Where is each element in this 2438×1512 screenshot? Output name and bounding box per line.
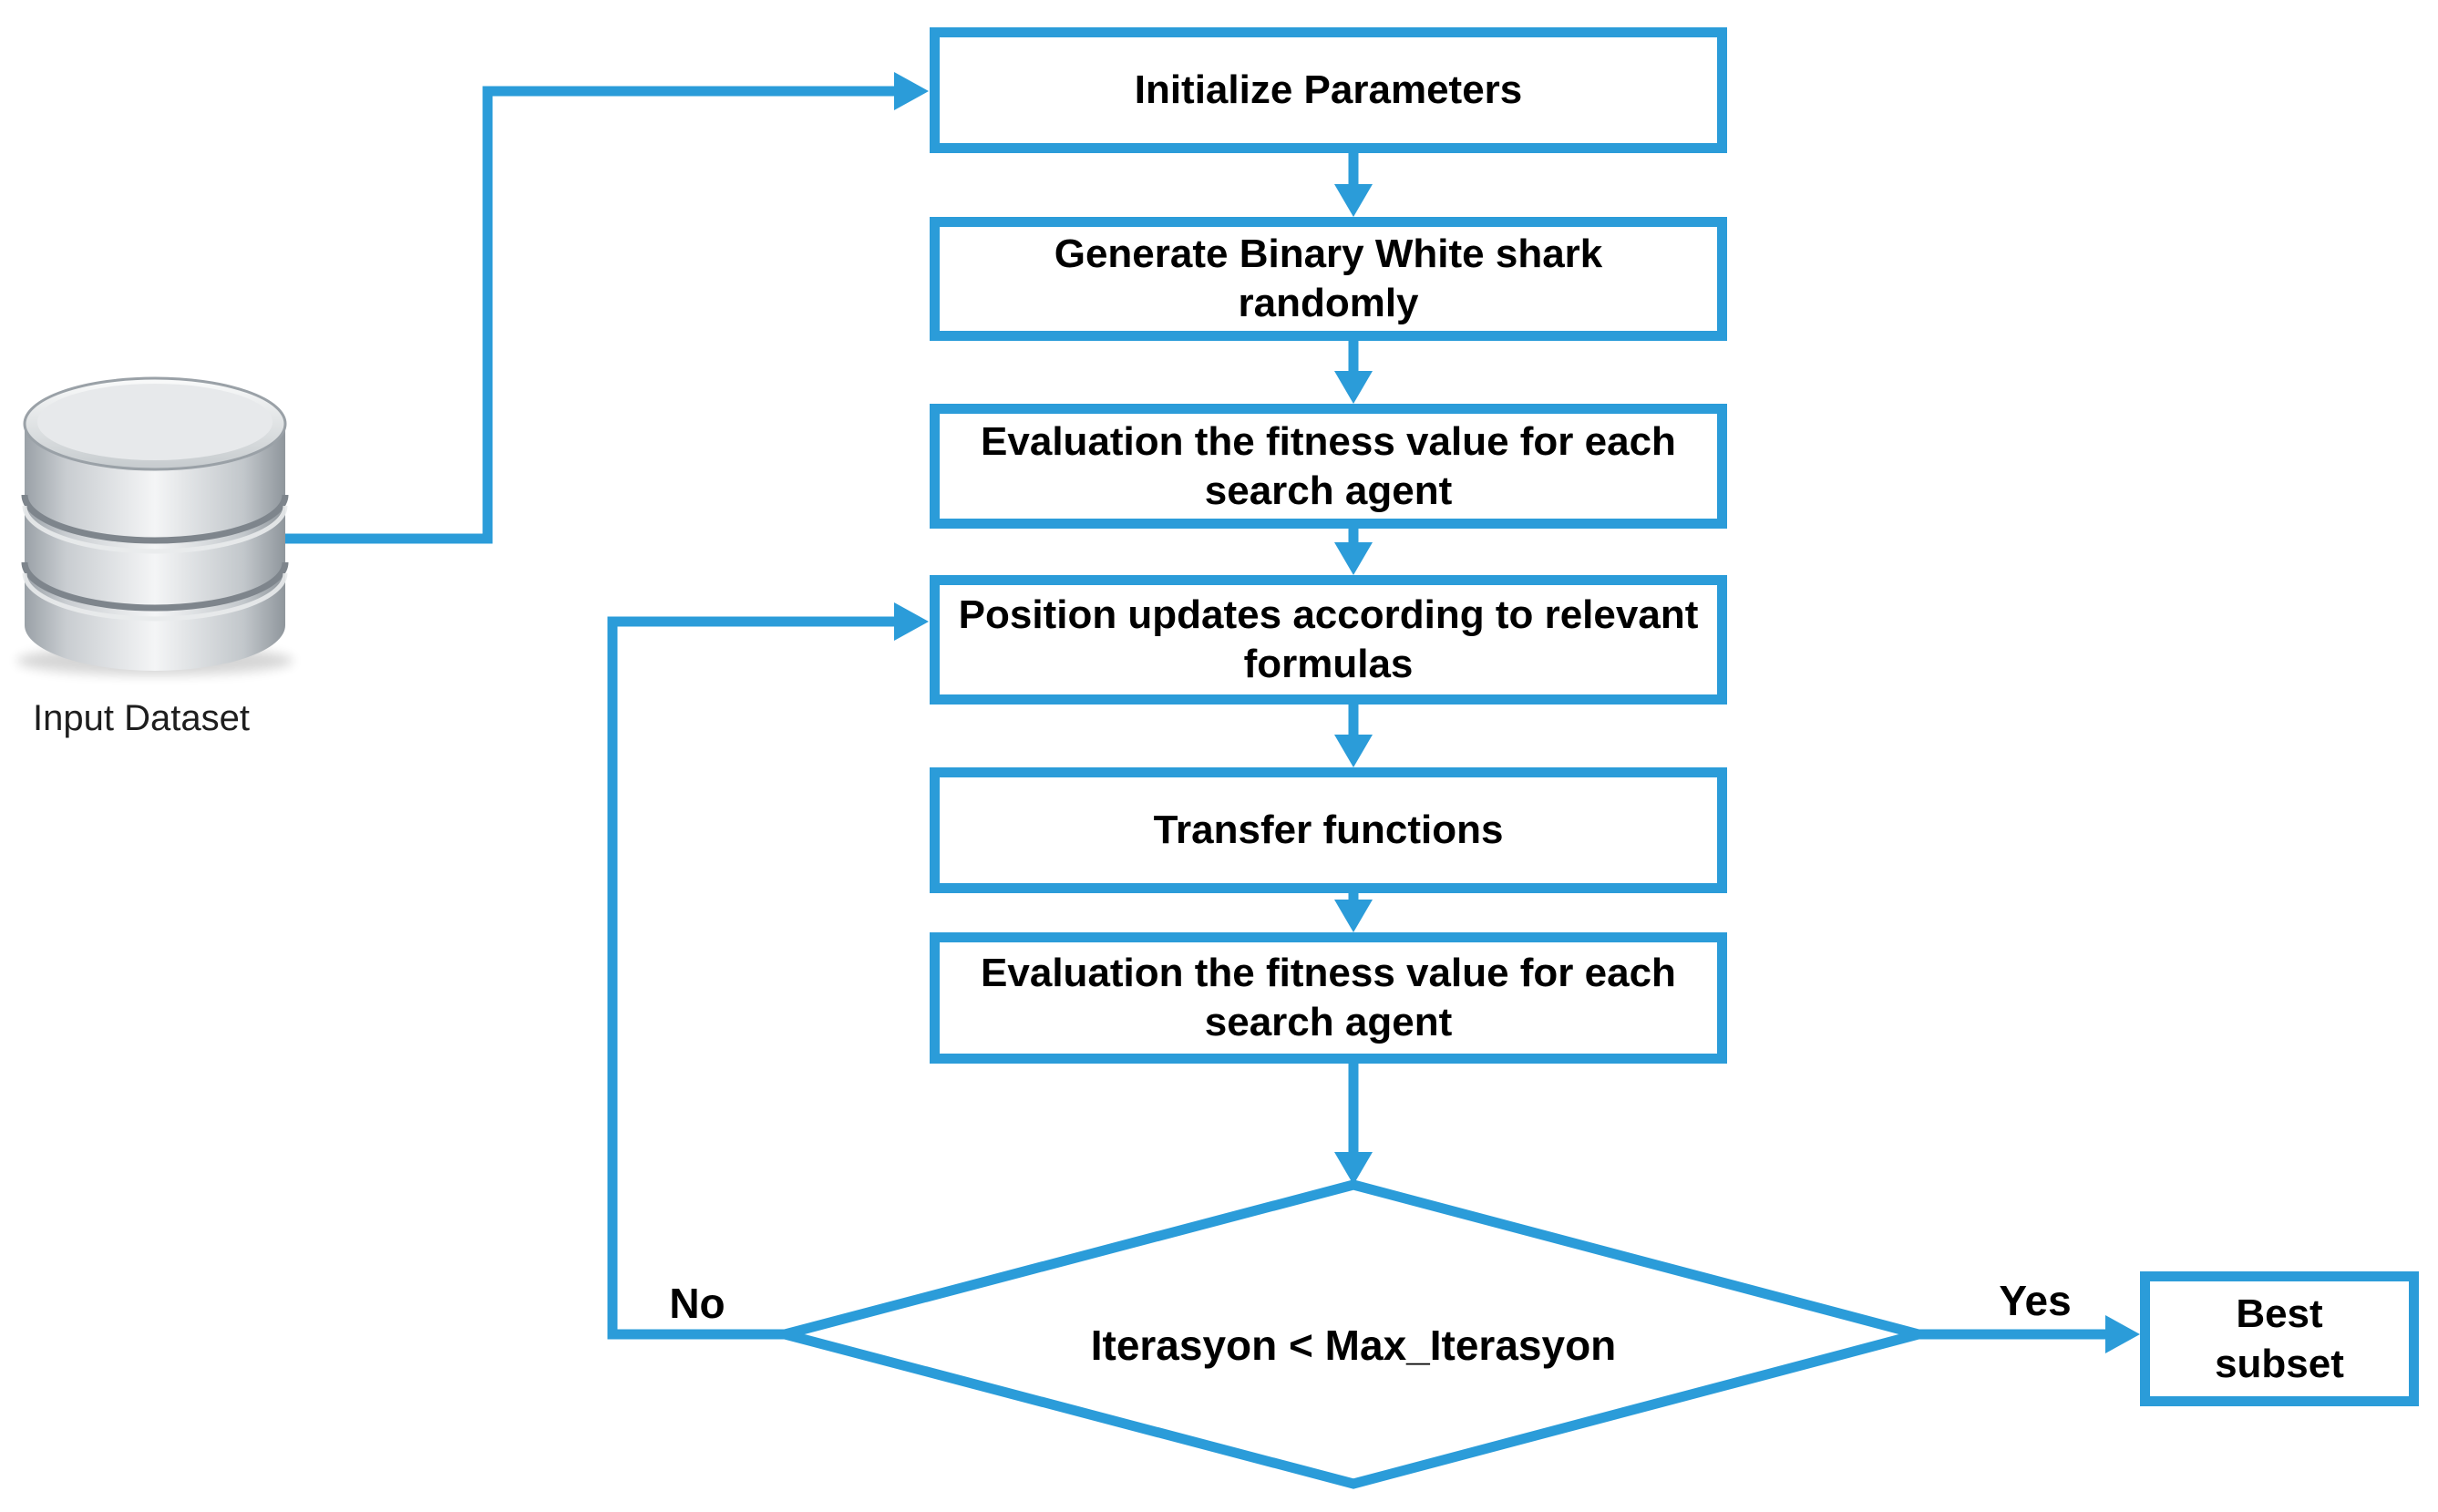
node-evaluate-fitness-1: Evaluation the fitness value for each se… (930, 404, 1727, 529)
node-evaluate-fitness-1-label: Evaluation the fitness value for each se… (981, 418, 1676, 513)
arrowhead-into-transfer (1334, 735, 1373, 767)
node-best-subset: Best subset (2140, 1271, 2419, 1406)
database-lid-top (37, 384, 273, 460)
database-groove-1 (21, 494, 289, 544)
node-position-updates: Position updates according to relevant f… (930, 575, 1727, 705)
arrowhead-into-generate (1334, 184, 1373, 217)
edge-dataset-to-initialize (284, 86, 896, 544)
node-initialize-parameters-label: Initialize Parameters (1134, 67, 1523, 113)
edge-label-no: No (669, 1280, 725, 1327)
database-icon (16, 376, 293, 675)
arrowheads (894, 72, 2140, 1353)
database-body (25, 424, 285, 671)
edge-decision-no-loop (607, 616, 896, 1340)
arrowhead-yes-into-best-subset (2105, 1315, 2140, 1353)
input-dataset-node (7, 367, 303, 686)
node-decision-label: Iterasyon < Max_Iterasyon (1090, 1322, 1617, 1369)
node-position-updates-label: Position updates according to relevant f… (958, 592, 1699, 686)
edge-label-yes: Yes (1999, 1277, 2072, 1324)
node-generate-binary-white-shark-label: Generate Binary White shark randomly (1054, 231, 1603, 325)
node-initialize-parameters: Initialize Parameters (930, 27, 1727, 153)
node-generate-binary-white-shark: Generate Binary White shark randomly (930, 217, 1727, 341)
database-groove-1-highlight (22, 505, 288, 554)
arrowhead-no-into-position (894, 602, 929, 641)
arrowhead-into-initialize (894, 72, 929, 110)
database-groove-2-highlight (22, 572, 288, 622)
database-groove-2 (21, 561, 289, 612)
node-transfer-functions-label: Transfer functions (1153, 807, 1504, 853)
input-dataset-label: Input Dataset (33, 698, 250, 738)
node-best-subset-label: Best subset (2215, 1291, 2344, 1386)
node-evaluate-fitness-2: Evaluation the fitness value for each se… (930, 932, 1727, 1064)
decision-diamond-shape (765, 1179, 1939, 1489)
arrowhead-into-decision (1334, 1152, 1373, 1185)
node-transfer-functions: Transfer functions (930, 767, 1727, 893)
arrowhead-into-position (1334, 542, 1373, 575)
arrowhead-into-evaluate1 (1334, 371, 1373, 404)
arrowhead-into-evaluate2 (1334, 900, 1373, 932)
node-evaluate-fitness-2-label: Evaluation the fitness value for each se… (981, 951, 1676, 1044)
